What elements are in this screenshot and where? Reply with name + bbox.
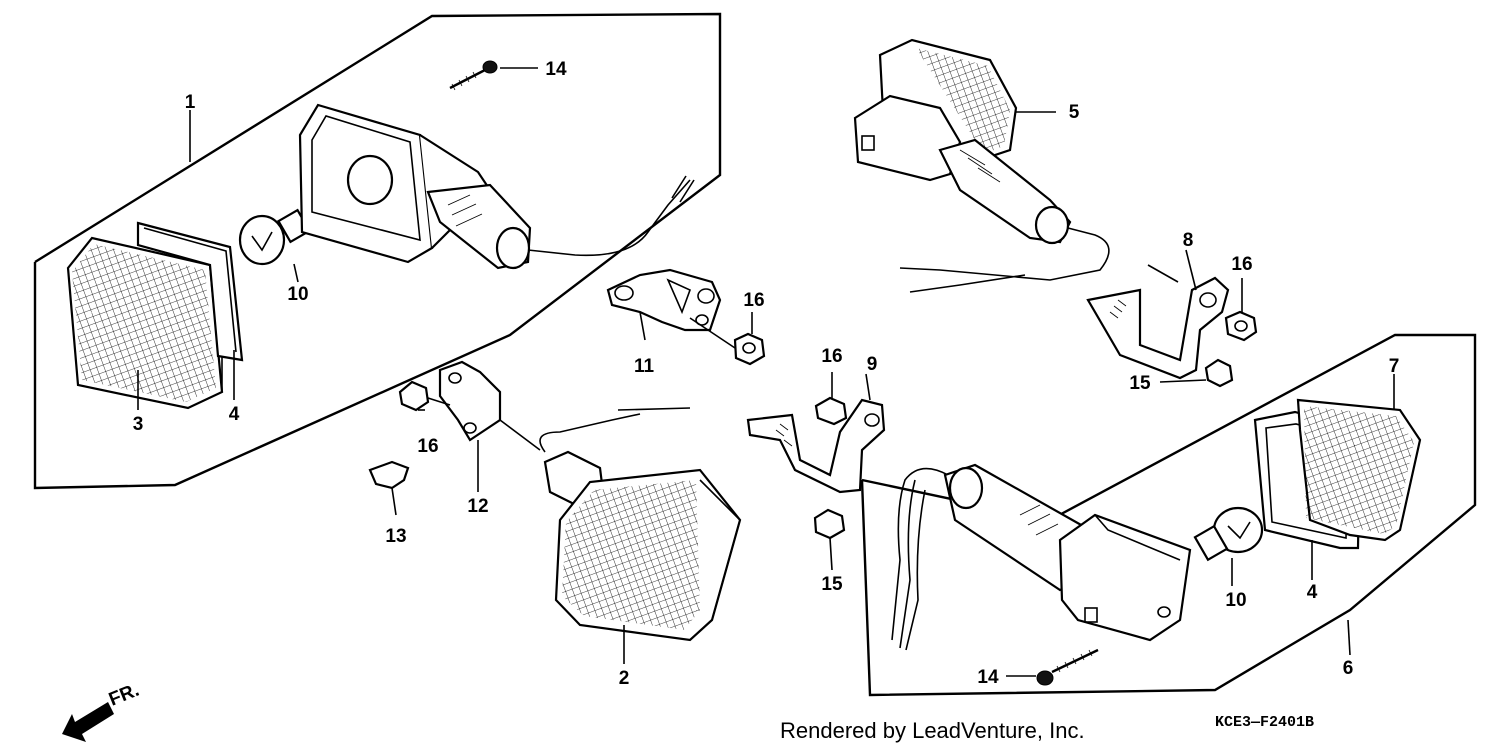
assembly-1-outline	[33, 12, 722, 490]
callout-2: 2	[619, 668, 630, 689]
callout-16-a: 16	[743, 290, 764, 311]
bulb-part-10-right	[1193, 506, 1264, 586]
assembly-6-outline	[860, 333, 1477, 697]
lens-part-7	[1296, 374, 1422, 542]
callout-16-c: 16	[1231, 254, 1252, 275]
callout-numbers: 1 2 3 4 4 5 6 7 8 9 10 10 11 12 13 14 14…	[133, 59, 1400, 689]
callout-13: 13	[385, 526, 406, 547]
bracket-part-9	[746, 373, 886, 494]
nut-part-16-a	[733, 312, 766, 366]
callout-14-top: 14	[545, 59, 567, 80]
bracket-part-8	[1086, 249, 1230, 380]
bracket-part-11	[606, 268, 736, 349]
nut-part-15-left	[813, 508, 846, 571]
direction-arrow-icon	[62, 702, 114, 742]
nut-part-15-right	[1159, 358, 1234, 388]
housing-part-1	[298, 103, 695, 270]
leader-lines	[137, 110, 1351, 656]
callout-10-left: 10	[287, 284, 308, 305]
callout-1: 1	[185, 92, 196, 113]
callout-10-right: 10	[1225, 590, 1246, 611]
nut-part-16-b	[398, 380, 451, 412]
bracket-part-12	[438, 360, 541, 492]
diagram-code: KCE3—F2401B	[1215, 714, 1314, 731]
winker-part-2	[539, 407, 742, 664]
callout-15-right: 15	[1129, 373, 1151, 394]
callout-14-bottom: 14	[977, 667, 999, 688]
front-direction-indicator: FR.	[62, 680, 142, 742]
nut-part-16-c	[1224, 278, 1258, 342]
nut-part-16-d	[814, 372, 848, 426]
bulb-part-10-left	[238, 208, 312, 266]
callout-4-right: 4	[1307, 582, 1318, 603]
credit-text: Rendered by LeadVenture, Inc.	[780, 718, 1085, 743]
callout-16-b: 16	[417, 436, 438, 457]
callout-5: 5	[1069, 102, 1080, 123]
clip-part-13	[368, 460, 410, 516]
callout-8: 8	[1183, 230, 1194, 251]
callout-7: 7	[1389, 356, 1400, 377]
callout-9: 9	[867, 354, 878, 375]
winker-part-6-housing	[891, 463, 1192, 651]
callout-3: 3	[133, 414, 144, 435]
callout-15-left: 15	[821, 574, 843, 595]
callout-6: 6	[1343, 658, 1354, 679]
callout-4-left: 4	[229, 404, 240, 425]
callout-16-d: 16	[821, 346, 842, 367]
screw-part-14-bottom	[1006, 648, 1099, 686]
gasket-part-4-left	[136, 221, 244, 362]
callout-11: 11	[634, 356, 655, 377]
screw-part-14-top	[449, 60, 538, 91]
lens-part-3	[66, 236, 224, 410]
winker-part-5	[853, 38, 1110, 293]
direction-label: FR.	[106, 680, 142, 711]
callout-12: 12	[467, 496, 488, 517]
